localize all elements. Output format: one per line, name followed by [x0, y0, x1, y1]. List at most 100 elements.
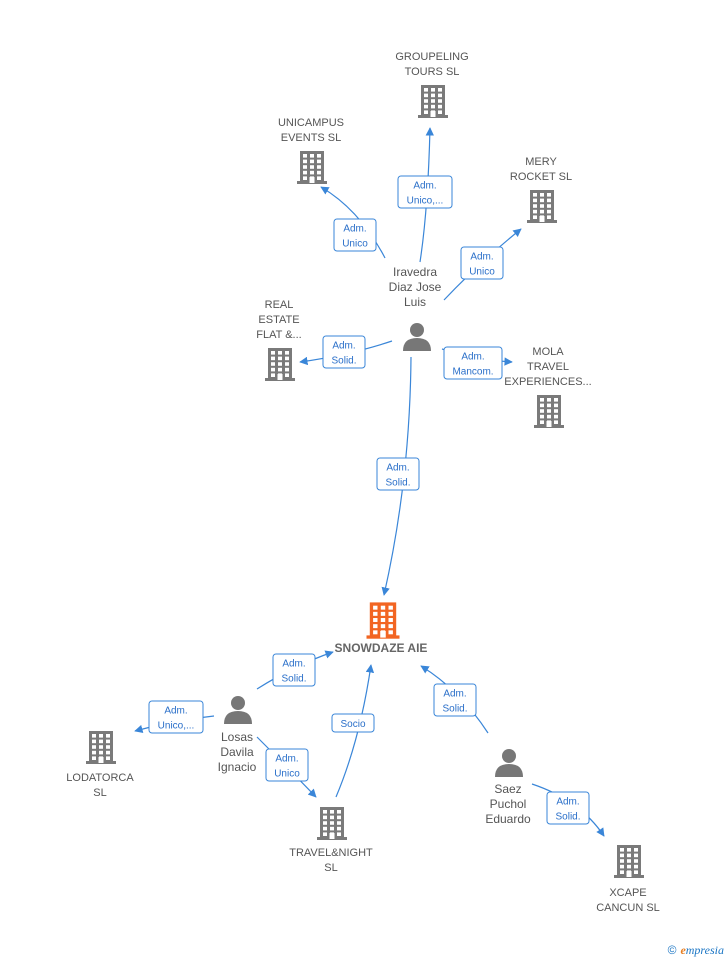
company-label-mola-line: MOLA [532, 346, 564, 358]
edge-label-e4[interactable]: Adm. Solid. [322, 335, 366, 369]
company-label-realestate-line: FLAT &... [256, 329, 301, 341]
person-icon-saez[interactable] [495, 749, 523, 777]
edge-label-e1[interactable]: Adm.Unico,... [397, 175, 453, 209]
company-label-mery-line: ROCKET SL [510, 171, 572, 183]
main-company-label: SNOWDAZE AIE [335, 641, 428, 655]
edge-label-e7[interactable]: Adm. Solid. [272, 653, 316, 687]
edge-label-line: Unico [342, 239, 368, 250]
company-building-icon-travelnight[interactable] [317, 807, 347, 840]
edge-label-line: Solid. [555, 812, 580, 823]
company-label-realestate: REAL ESTATE FLAT &... [256, 299, 301, 341]
person-label-iravedra-line: Diaz Jose [389, 280, 442, 294]
person-label-saez-line: Puchol [490, 797, 527, 811]
company-label-xcape: XCAPE CANCUN SL [596, 887, 660, 914]
edge-label-text: Adm.Solid. [385, 463, 410, 489]
company-label-unicampus-line: UNICAMPUS [278, 117, 344, 129]
brand-initial: e [680, 943, 686, 957]
company-building-icon-realestate[interactable] [265, 348, 295, 381]
company-label-mola: MOLA TRAVEL EXPERIENCES... [504, 346, 591, 388]
company-label-lodatorca: LODATORCA SL [66, 772, 134, 799]
edge-label-line: Socio [340, 719, 365, 730]
edge-label-line: Adm. [386, 463, 409, 474]
company-label-realestate-line: ESTATE [258, 314, 299, 326]
person-label-losas-line: Losas [221, 730, 253, 744]
edge-label-e3[interactable]: Adm. Unico [460, 246, 504, 280]
edge-label-e11[interactable]: Adm. Solid. [433, 683, 477, 717]
company-label-unicampus-line: EVENTS SL [281, 132, 342, 144]
company-label-groupeling: GROUPELING TOURS SL [395, 51, 468, 78]
company-label-travelnight: TRAVEL&NIGHT SL [289, 847, 373, 874]
edge-label-line: Unico,... [158, 721, 195, 732]
edge-label-line: Adm. [470, 252, 493, 263]
edge-label-text: Adm. Unico [274, 754, 300, 780]
person-label-iravedra-line: Luis [404, 295, 426, 309]
person-label-saez-line: Eduardo [485, 812, 531, 826]
edge-label-text: Adm.Unico,... [407, 181, 444, 207]
company-label-mola-line: TRAVEL [527, 361, 569, 373]
company-building-icon-unicampus[interactable] [297, 151, 327, 184]
edge-label-e12[interactable]: Adm. Solid. [546, 791, 590, 825]
edge-label-text: Adm. Unico [342, 224, 368, 250]
brand-name: mpresia [685, 943, 724, 957]
edge-label-e8[interactable]: Adm. Unico,... [148, 700, 204, 734]
edge-label-e5[interactable]: Adm. Mancom. [443, 346, 503, 380]
edge-label-line: Adm. [556, 797, 579, 808]
edge-label-e6[interactable]: Adm.Solid. [376, 457, 420, 491]
edge-label-text: Adm. Solid. [442, 689, 467, 715]
person-label-saez-line: Saez [494, 782, 521, 796]
company-building-icon-lodatorca[interactable] [86, 731, 116, 764]
edge-label-e10[interactable]: Socio [331, 713, 375, 733]
edge-label-text: Adm. Unico,... [158, 706, 195, 732]
company-label-travelnight-line: SL [324, 862, 337, 874]
edge-label-e9[interactable]: Adm. Unico [265, 748, 309, 782]
company-label-mery: MERY ROCKET SL [510, 156, 572, 183]
edge-label-line: Solid. [281, 674, 306, 685]
company-label-lodatorca-line: SL [93, 787, 106, 799]
edge-label-line: Unico [469, 267, 495, 278]
person-label-iravedra-line: Iravedra [393, 265, 437, 279]
company-label-mola-line: EXPERIENCES... [504, 376, 591, 388]
edge-label-line: Adm. [332, 341, 355, 352]
company-label-realestate-line: REAL [265, 299, 294, 311]
company-label-travelnight-line: TRAVEL&NIGHT [289, 847, 373, 859]
edge-label-e2[interactable]: Adm. Unico [333, 218, 377, 252]
person-label-losas-line: Davila [220, 745, 254, 759]
edge-label-line: Adm. [443, 689, 466, 700]
edge-label-line: Unico [274, 769, 300, 780]
person-icon-losas[interactable] [224, 696, 252, 724]
edge-label-line: Adm. [282, 659, 305, 670]
edge-label-line: Adm. [275, 754, 298, 765]
edge-label-text: Adm. Unico [469, 252, 495, 278]
company-label-groupeling-line: GROUPELING [395, 51, 468, 63]
main-company-building-icon[interactable] [366, 602, 400, 639]
company-label-groupeling-line: TOURS SL [405, 66, 460, 78]
company-building-icon-mery[interactable] [527, 190, 557, 223]
edge-label-line: Adm. [413, 181, 436, 192]
edge-label-text: Adm. Solid. [331, 341, 356, 367]
copyright-icon: © [667, 943, 677, 957]
company-label-xcape-line: CANCUN SL [596, 902, 660, 914]
edge-label-text: Socio [340, 719, 365, 730]
edge-label-line: Adm. [461, 352, 484, 363]
company-label-xcape-line: XCAPE [609, 887, 646, 899]
edge-e10 [335, 664, 375, 798]
edge-label-line: Adm. [164, 706, 187, 717]
edge-label-line: Mancom. [452, 367, 493, 378]
brand-footer[interactable]: ©empresia [668, 943, 724, 958]
edge-label-line: Adm. [343, 224, 366, 235]
edge-label-text: Adm. Solid. [555, 797, 580, 823]
company-building-icon-mola[interactable] [534, 395, 564, 428]
company-building-icon-groupeling[interactable] [418, 85, 448, 118]
edge-label-line: Solid. [331, 356, 356, 367]
edge-label-line: Solid. [442, 704, 467, 715]
company-label-mery-line: MERY [525, 156, 557, 168]
company-building-icon-xcape[interactable] [614, 845, 644, 878]
edge-label-text: Adm. Mancom. [452, 352, 493, 378]
person-label-losas-line: Ignacio [218, 760, 257, 774]
company-label-lodatorca-line: LODATORCA [66, 772, 134, 784]
person-icon-iravedra[interactable] [403, 323, 431, 351]
